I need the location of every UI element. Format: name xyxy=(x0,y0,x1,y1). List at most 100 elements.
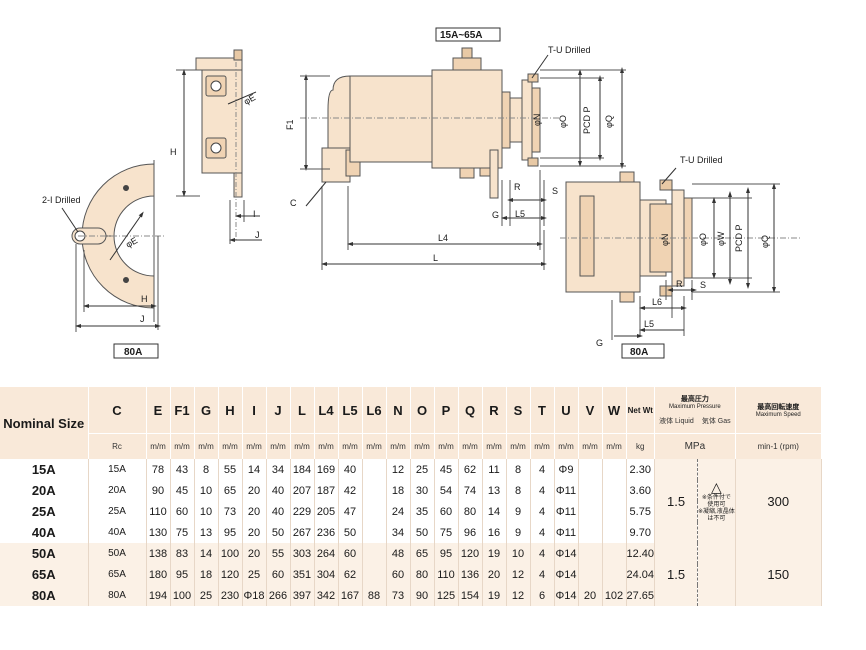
cell: 12 xyxy=(386,459,411,480)
cell: 10 xyxy=(194,501,219,522)
cell: 20 xyxy=(242,480,267,501)
unit-mm: m/m xyxy=(194,433,219,459)
max-pressure-en: Maximum Pressure xyxy=(669,404,721,410)
cell: 342 xyxy=(314,585,339,606)
cell: 14 xyxy=(242,459,267,480)
pcd-p-right-label: PCD P xyxy=(734,224,744,252)
l4-label: L4 xyxy=(438,233,448,243)
f1-label: F1 xyxy=(285,119,295,130)
table-row: 65A 65A 180 95 18 120 25 60 351 304 62 6… xyxy=(0,564,821,585)
cell: 35 xyxy=(410,501,435,522)
cell xyxy=(578,501,603,522)
cell xyxy=(602,564,627,585)
cell: Φ11 xyxy=(554,522,579,543)
cell: 34 xyxy=(266,459,291,480)
cell: 8 xyxy=(506,480,531,501)
net-wt-cell: 3.60 xyxy=(626,480,656,501)
gas-empty-group2 xyxy=(697,543,736,606)
row-nominal: 25A xyxy=(0,501,89,522)
cell: 154 xyxy=(458,585,483,606)
cell: 75 xyxy=(170,522,195,543)
cell: 50 xyxy=(338,522,363,543)
cell: Φ11 xyxy=(554,480,579,501)
cell: 20 xyxy=(242,501,267,522)
s-top-label: S xyxy=(552,186,558,196)
l5-right-label: L5 xyxy=(644,319,654,329)
i-label: I xyxy=(253,209,256,219)
cell xyxy=(602,459,627,480)
cell: 194 xyxy=(146,585,171,606)
max-speed-en: Maximum Speed xyxy=(755,412,801,418)
cell: 169 xyxy=(314,459,339,480)
cell: 10 xyxy=(506,543,531,564)
cell: 83 xyxy=(170,543,195,564)
cell: 4 xyxy=(530,480,555,501)
unit-mm: m/m xyxy=(506,433,531,459)
phi-q-top-label: φQ xyxy=(604,115,614,128)
header-u: U xyxy=(554,387,579,434)
cell: 236 xyxy=(314,522,339,543)
row-nominal: 65A xyxy=(0,564,89,585)
cell: 50 xyxy=(410,522,435,543)
row-nominal: 40A xyxy=(0,522,89,543)
unit-mm: m/m xyxy=(362,433,387,459)
cell: 303 xyxy=(290,543,315,564)
unit-mm: m/m xyxy=(218,433,243,459)
header-n: N xyxy=(386,387,411,434)
table-row: 25A 25A 110 60 10 73 20 40 229 205 47 24… xyxy=(0,501,821,522)
cell: 12 xyxy=(506,585,531,606)
unit-mm: m/m xyxy=(266,433,291,459)
header-s: S xyxy=(506,387,531,434)
cell xyxy=(578,543,603,564)
cell: 8 xyxy=(194,459,219,480)
pcd-p-top-label: PCD P xyxy=(582,106,592,134)
cell: 54 xyxy=(434,480,459,501)
h-side-label: H xyxy=(170,147,177,157)
gas-note-line: 使用可 xyxy=(707,502,726,508)
cell: 95 xyxy=(434,543,459,564)
speed-group2: 150 xyxy=(735,543,822,606)
header-r: R xyxy=(482,387,507,434)
cell: 16 xyxy=(482,522,507,543)
cell: 96 xyxy=(458,522,483,543)
cell: 74 xyxy=(458,480,483,501)
cell: 167 xyxy=(338,585,363,606)
gas-note-cell: △ ※条件付で 使用可 ※凝縮,液晶体 は不可 xyxy=(697,459,736,543)
unit-c: Rc xyxy=(88,433,147,459)
range-15a-65a-label: 15A~65A xyxy=(440,30,483,41)
cell: 60 xyxy=(434,501,459,522)
cell: 20A xyxy=(88,480,147,501)
cell xyxy=(362,480,387,501)
cell: 11 xyxy=(482,459,507,480)
net-wt-cell: 2.30 xyxy=(626,459,656,480)
r-right-label: R xyxy=(676,279,683,289)
r-top-label: R xyxy=(514,182,521,192)
header-c: C xyxy=(88,387,147,434)
header-g: G xyxy=(194,387,219,434)
j-bottom-label: J xyxy=(140,314,145,324)
cell: 184 xyxy=(290,459,315,480)
cell: 19 xyxy=(482,543,507,564)
cell: 4 xyxy=(530,564,555,585)
header-i: I xyxy=(242,387,267,434)
gas-symbol: △ xyxy=(710,479,722,495)
cell: Φ14 xyxy=(554,585,579,606)
cell: 25 xyxy=(194,585,219,606)
unit-mm: m/m xyxy=(146,433,171,459)
cell: 264 xyxy=(314,543,339,564)
cell: 4 xyxy=(530,501,555,522)
cell: 102 xyxy=(602,585,627,606)
tu-drilled-right-label: T-U Drilled xyxy=(680,155,723,165)
net-wt-cell: 24.04 xyxy=(626,564,656,585)
cell: 229 xyxy=(290,501,315,522)
row-nominal: 15A xyxy=(0,459,89,480)
cell: 6 xyxy=(530,585,555,606)
cell: 14 xyxy=(482,501,507,522)
cell: 90 xyxy=(146,480,171,501)
row-nominal: 50A xyxy=(0,543,89,564)
pressure-liquid-group1: 1.5 xyxy=(654,459,699,543)
net-wt-cell: 9.70 xyxy=(626,522,656,543)
cell: 20 xyxy=(482,564,507,585)
net-wt-cell: 5.75 xyxy=(626,501,656,522)
phi-w-right-label: φW xyxy=(716,231,726,246)
